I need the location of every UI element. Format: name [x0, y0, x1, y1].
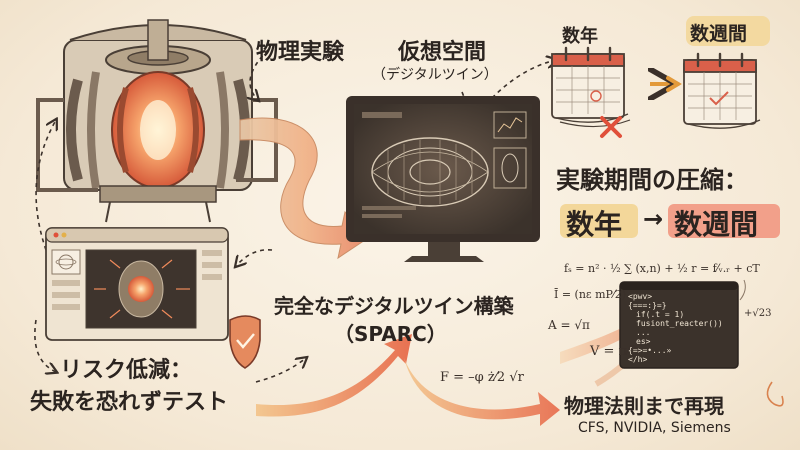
- risk-subtitle: 失敗を恐れずテスト: [30, 390, 229, 415]
- arrow-sim-to-reactor: [35, 120, 56, 251]
- formula-energy: Ī = (nε mP⁄2): [554, 288, 627, 301]
- chevron-right-icon: [666, 76, 682, 92]
- twin-build-sparc: （SPARC）: [334, 322, 447, 346]
- compression-years: 数年: [566, 208, 623, 241]
- formula-root: +√23: [744, 308, 772, 319]
- weeks-red-highlight: [668, 204, 780, 238]
- arrow-twin-to-physics: [404, 358, 560, 426]
- flow-arrow-main: [239, 117, 369, 260]
- years-highlight: [560, 204, 638, 238]
- label-physical-experiment: 物理実験: [256, 40, 345, 65]
- code-line: {===:}=}: [628, 301, 667, 310]
- weeks-highlight: [686, 16, 770, 46]
- arrow-monitor-to-sim: [236, 249, 273, 266]
- arrow-monitor-to-calendar: [491, 60, 556, 99]
- formula-sum: fₛ = n² · ½ ∑ (x,n) + ½ r = f⁄ᵥ.ᵣ + cT: [564, 262, 760, 275]
- code-line: if(.t = 1): [636, 310, 685, 319]
- arrow-risk-to-twin: [255, 358, 306, 383]
- twin-build-title: 完全なデジタルツイン構築: [274, 294, 514, 318]
- arrow-label-to-reactor: [250, 49, 269, 100]
- compression-title: 実験期間の圧縮：: [556, 166, 748, 194]
- label-years: 数年: [562, 26, 598, 47]
- formula-area: A = √π: [548, 318, 590, 332]
- simulation-window-illustration: [45, 227, 229, 341]
- swirl-decoration: [766, 381, 784, 407]
- cross-mark-icon: [600, 116, 622, 138]
- arrow-to-physics: [256, 334, 412, 417]
- label-weeks: 数週間: [690, 23, 748, 45]
- calendar-years-illustration: [551, 46, 631, 128]
- reactor-illustration: [36, 19, 278, 223]
- risk-title: リスク低減：: [60, 358, 193, 383]
- shield-check-icon: [229, 315, 261, 369]
- code-line: <pwv>: [628, 292, 653, 301]
- companies-label: CFS, NVIDIA, Siemens: [578, 420, 731, 436]
- code-line: ...: [636, 328, 651, 337]
- formula-force: F = –φ ż⁄2 √r: [440, 370, 524, 385]
- label-digital-twin-paren: （デジタルツイン）: [372, 67, 498, 83]
- code-line: fusiont_reacter()): [636, 319, 723, 328]
- calendar-weeks-illustration: [683, 52, 761, 129]
- compression-weeks: 数週間: [674, 208, 759, 241]
- code-line: </h>: [628, 355, 648, 364]
- monitor-illustration: [346, 96, 540, 262]
- compression-arrow: →: [643, 205, 664, 233]
- arrow-sim-to-risk: [34, 319, 56, 372]
- code-listing: <pwv>{===:}=}if(.t = 1)fusiont_reacter()…: [628, 292, 736, 364]
- code-line: {=>=•...»: [628, 346, 672, 355]
- code-panel: [619, 281, 739, 369]
- pencil-stroke-decoration: [739, 279, 746, 301]
- formula-volume: V = π⁄2: [590, 344, 638, 359]
- code-line: es>: [636, 337, 651, 346]
- physics-law-label: 物理法則まで再現: [564, 394, 724, 418]
- label-virtual-space: 仮想空間: [398, 40, 487, 65]
